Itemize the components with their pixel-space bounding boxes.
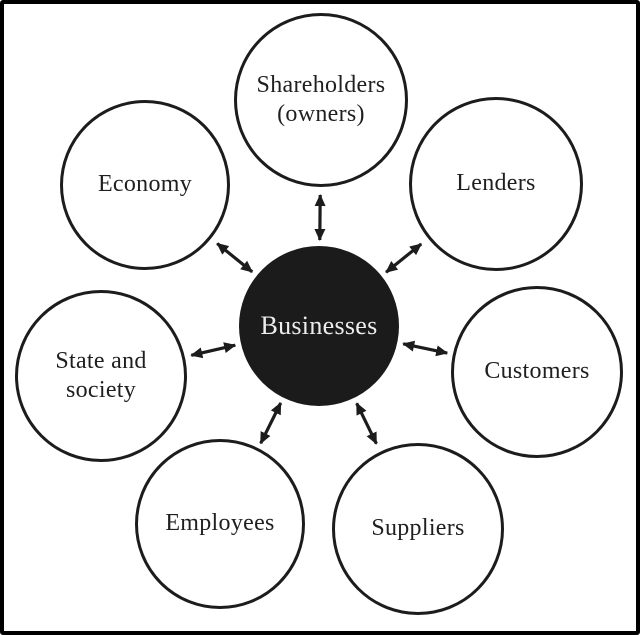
arrow-businesses-state-society [190,342,237,359]
node-lenders: Lenders [409,97,583,271]
node-employees: Employees [135,439,305,609]
node-state-society-line2: society [65,377,137,403]
node-customers: Customers [451,286,623,458]
node-state-society-line1: State and [55,347,147,374]
node-shareholders: Shareholders (owners) [234,13,408,187]
node-suppliers-line1: Suppliers [371,515,465,542]
node-suppliers: Suppliers [332,443,504,615]
node-state-society-label: State and society [55,347,146,406]
arrow-businesses-lenders [385,242,423,274]
arrow-businesses-economy [216,242,254,274]
node-economy-label: Economy [98,170,192,199]
arrow-businesses-customers [402,340,449,357]
node-suppliers-label: Suppliers [371,514,464,543]
node-employees-label: Employees [165,509,274,538]
node-businesses-label: Businesses [260,310,377,342]
arrow-businesses-suppliers [355,402,378,445]
node-customers-label: Customers [484,357,589,386]
node-customers-line1: Customers [484,358,590,385]
node-lenders-line1: Lenders [456,170,536,197]
node-shareholders-line1: Shareholders [256,71,386,98]
node-businesses-line1: Businesses [260,311,378,341]
node-shareholders-label: Shareholders (owners) [257,71,386,130]
node-economy: Economy [60,100,230,270]
node-state-society: State and society [15,290,187,462]
node-employees-line1: Employees [165,510,275,537]
node-shareholders-line2: (owners) [277,101,365,127]
node-businesses: Businesses [239,246,399,406]
node-lenders-label: Lenders [456,169,535,198]
arrow-businesses-employees [259,402,283,445]
node-economy-line1: Economy [97,171,193,198]
